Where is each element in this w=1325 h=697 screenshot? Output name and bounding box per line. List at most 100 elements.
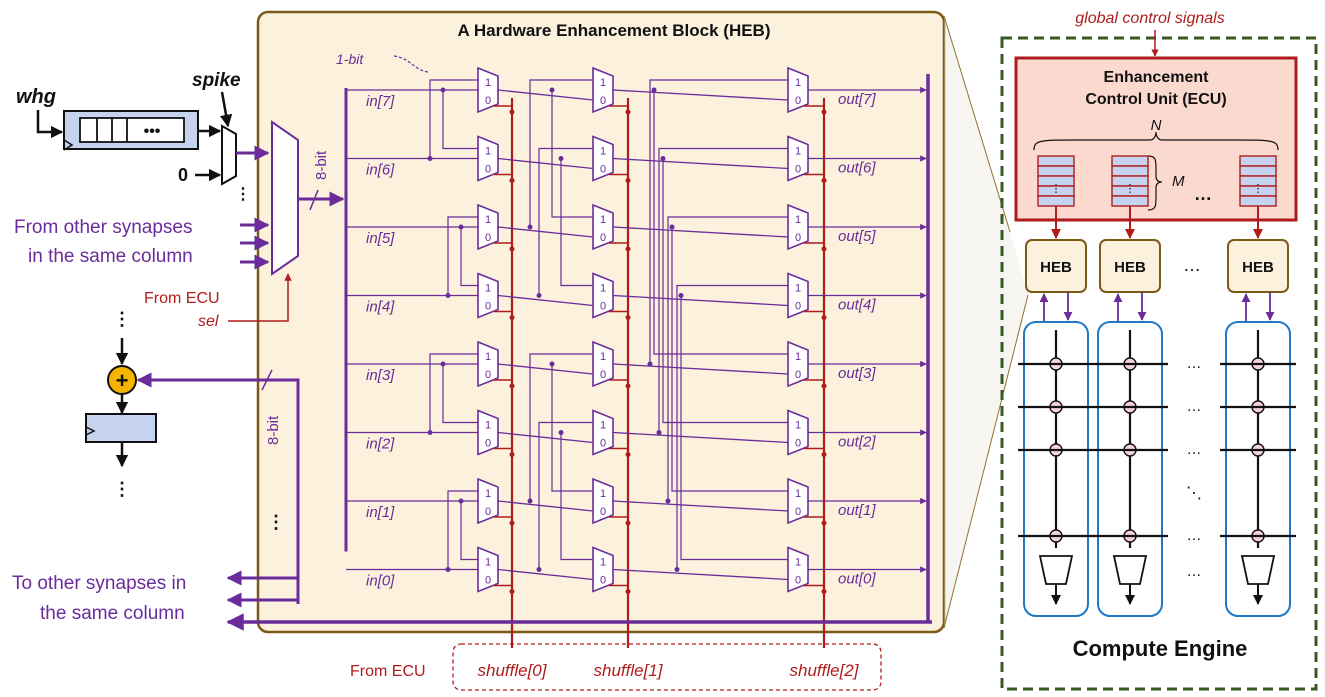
svg-text:0: 0 xyxy=(795,164,801,176)
shift-register: ••• xyxy=(63,110,199,151)
svg-text:0: 0 xyxy=(795,301,801,313)
output-label: out[6] xyxy=(838,160,876,177)
shuffle-0-label: shuffle[0] xyxy=(478,661,548,680)
output-label: out[5] xyxy=(838,228,876,245)
svg-text:0: 0 xyxy=(600,95,606,107)
input-label: in[6] xyxy=(366,162,395,179)
mux-stage0-row7: 10 xyxy=(477,546,499,593)
mux-stage2-row2: 10 xyxy=(787,203,809,251)
mux-stage2-row3: 10 xyxy=(787,272,809,319)
adder-symbol: + xyxy=(116,368,129,393)
engine-column-1: ⋮HEB⋮ xyxy=(1097,155,1163,617)
svg-text:0: 0 xyxy=(600,369,606,381)
shuffle-1-label: shuffle[1] xyxy=(594,661,664,680)
shuffle-2-label: shuffle[2] xyxy=(790,661,860,680)
input-mux xyxy=(271,120,299,276)
svg-text:1: 1 xyxy=(600,488,606,500)
heb-row-ellipsis: … xyxy=(1183,255,1201,275)
mux-stage0-row1: 10 xyxy=(477,135,499,182)
svg-text:1: 1 xyxy=(795,351,801,363)
svg-text:1: 1 xyxy=(600,283,606,295)
svg-text:0: 0 xyxy=(485,95,491,107)
mux-stage2-row1: 10 xyxy=(787,135,809,182)
m-label: M xyxy=(1172,173,1185,190)
mux-bits-label: 8-bit xyxy=(313,150,330,180)
svg-text:0: 0 xyxy=(600,232,606,244)
compute-engine-title: Compute Engine xyxy=(1073,636,1248,661)
mux-stage2-row5: 10 xyxy=(787,409,809,456)
svg-text:1: 1 xyxy=(485,557,491,569)
svg-text:1: 1 xyxy=(795,283,801,295)
output-labels: out[7]out[6]out[5]out[4]out[3]out[2]out[… xyxy=(838,91,876,588)
svg-text:0: 0 xyxy=(600,575,606,587)
svg-text:⋮: ⋮ xyxy=(235,186,251,203)
svg-text:⋮: ⋮ xyxy=(1051,183,1062,195)
svg-text:1: 1 xyxy=(600,77,606,89)
svg-text:1: 1 xyxy=(600,214,606,226)
svg-text:⋮: ⋮ xyxy=(1253,183,1264,195)
mux-stage0-row6: 10 xyxy=(477,477,499,525)
svg-text:0: 0 xyxy=(485,575,491,587)
output-label: out[1] xyxy=(838,502,876,519)
mux-stage2-row7: 10 xyxy=(787,546,809,593)
svg-text:0: 0 xyxy=(795,95,801,107)
svg-text:1: 1 xyxy=(485,214,491,226)
svg-text:…: … xyxy=(1187,355,1202,372)
mux-stage1-row7: 10 xyxy=(592,546,614,593)
mux-stage0-row2: 10 xyxy=(477,203,499,251)
svg-text:1: 1 xyxy=(795,214,801,226)
svg-text:…: … xyxy=(1187,527,1202,544)
output-label: out[0] xyxy=(838,571,876,588)
svg-text:0: 0 xyxy=(600,164,606,176)
mux-stage2-row0: 10 xyxy=(787,66,809,114)
shuffle-network: 1010101010101010101010101010101010101010… xyxy=(344,66,927,648)
mux-stage1-row1: 10 xyxy=(592,135,614,182)
global-signals-label: global control signals xyxy=(1075,10,1224,27)
mux-stage0-row5: 10 xyxy=(477,409,499,456)
accumulator: ⋮ + ⋮ xyxy=(85,309,157,499)
mux-stage0-row3: 10 xyxy=(477,272,499,319)
svg-text:0: 0 xyxy=(485,301,491,313)
mux-stage0-row0: 10 xyxy=(477,66,499,114)
shuffle-box xyxy=(452,643,882,691)
from-synapses-line2: in the same column xyxy=(28,246,193,267)
svg-text:0: 0 xyxy=(795,232,801,244)
svg-text:0: 0 xyxy=(485,506,491,518)
svg-text:1: 1 xyxy=(600,146,606,158)
svg-text:⋮: ⋮ xyxy=(1250,485,1266,502)
ecu-title-line1: Enhancement xyxy=(1104,69,1210,86)
spike-label: spike xyxy=(192,70,241,91)
input-labels: in[7]in[6]in[5]in[4]in[3]in[2]in[1]in[0] xyxy=(366,93,395,590)
mux-stage1-row5: 10 xyxy=(592,409,614,456)
mux-stage1-row2: 10 xyxy=(592,203,614,251)
from-ecu-bottom-label: From ECU xyxy=(350,663,426,680)
engine-column-0: ⋮HEB⋮ xyxy=(1023,155,1089,617)
svg-text:•••: ••• xyxy=(144,123,161,140)
svg-text:1: 1 xyxy=(600,420,606,432)
svg-text:⋮: ⋮ xyxy=(113,479,131,499)
ecu-ellipsis: … xyxy=(1194,184,1212,204)
svg-text:0: 0 xyxy=(795,369,801,381)
spike-mux xyxy=(221,124,237,186)
svg-text:⋮: ⋮ xyxy=(1048,485,1064,502)
ecu-title-line2: Control Unit (ECU) xyxy=(1085,91,1226,108)
svg-text:1: 1 xyxy=(795,146,801,158)
input-label: in[3] xyxy=(366,367,395,384)
svg-text:…: … xyxy=(1187,398,1202,415)
svg-text:⋮: ⋮ xyxy=(113,309,131,329)
svg-text:1: 1 xyxy=(485,146,491,158)
svg-text:0: 0 xyxy=(485,369,491,381)
input-label: in[4] xyxy=(366,299,395,316)
svg-text:1: 1 xyxy=(600,557,606,569)
output-label: out[3] xyxy=(838,365,876,382)
svg-text:0: 0 xyxy=(795,575,801,587)
mux-stage2-row4: 10 xyxy=(787,340,809,388)
sel-label: sel xyxy=(198,313,219,330)
to-synapses-line2: the same column xyxy=(40,603,185,624)
svg-text:1: 1 xyxy=(485,283,491,295)
onebit-label: 1-bit xyxy=(336,51,364,67)
svg-text:1: 1 xyxy=(485,77,491,89)
svg-text:1: 1 xyxy=(485,351,491,363)
engine-columns: ⋮HEB⋮⋮HEB⋮⋮HEB⋮…………⋱… xyxy=(1018,155,1296,617)
